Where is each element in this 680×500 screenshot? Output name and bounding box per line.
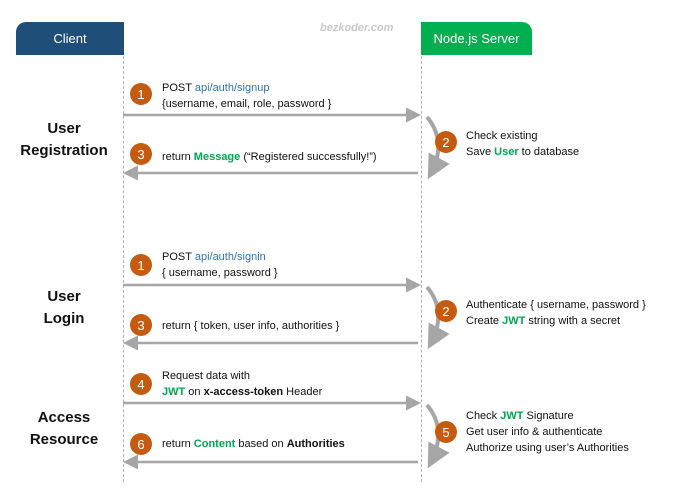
step-badge: 1 [130, 83, 152, 105]
resource-response-text: return Content based on Authorities [162, 438, 345, 450]
section-access-resource: Access Resource [10, 407, 118, 451]
section-user-registration: User Registration [10, 118, 118, 162]
signup-endpoint: api/auth/signup [194, 82, 270, 94]
watermark: bezkoder.com [320, 22, 394, 34]
step-badge: 2 [435, 131, 457, 153]
step-badge: 3 [130, 143, 152, 165]
section-title-line2: Resource [29, 431, 99, 448]
section-title-line1: User [47, 120, 81, 137]
section-title-line1: Access [37, 409, 91, 426]
signup-request-text: POST api/auth/signup {username, email, r… [162, 82, 332, 110]
registration-server-text: Check existing Save User to database [466, 130, 580, 158]
section-title-line2: Registration [20, 142, 108, 159]
step-badge: 2 [435, 300, 457, 322]
server-lifeline [421, 56, 422, 482]
signup-body: {username, email, role, password } [162, 98, 332, 110]
access-server-text: Check JWT Signature Get user info & auth… [466, 410, 629, 454]
resource-request-text: Request data with JWT on x-access-token … [162, 370, 323, 398]
section-user-login: User Login [10, 286, 118, 330]
client-lifeline [123, 56, 124, 482]
step-badge: 5 [435, 421, 457, 443]
step-badge: 4 [130, 373, 152, 395]
signin-request-text: POST api/auth/signin { username, passwor… [162, 251, 278, 279]
server-header: Node.js Server [421, 22, 532, 55]
step-badge: 6 [130, 433, 152, 455]
signin-endpoint: api/auth/signin [194, 251, 266, 263]
login-response-text: return { token, user info, authorities } [162, 320, 340, 332]
section-title-line1: User [47, 288, 81, 305]
signin-body: { username, password } [162, 267, 278, 279]
registration-response-text: return Message (“Registered successfully… [162, 151, 377, 163]
login-server-text: Authenticate { username, password } Crea… [466, 299, 646, 327]
step-badge: 1 [130, 254, 152, 276]
client-header: Client [16, 22, 124, 55]
section-title-line2: Login [43, 310, 85, 327]
step-badge: 3 [130, 314, 152, 336]
